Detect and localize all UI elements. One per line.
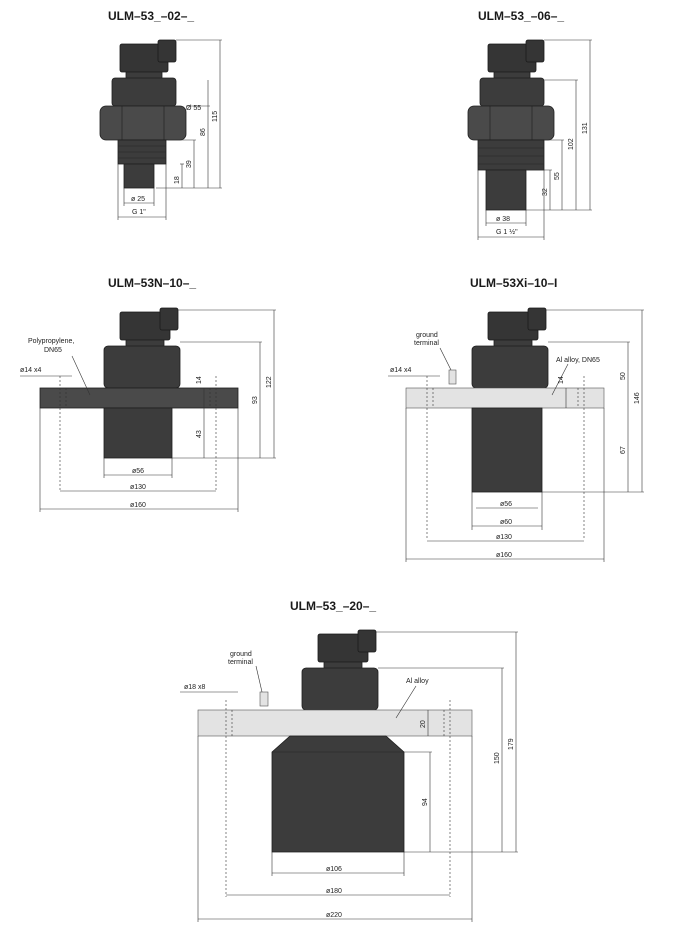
housing-upper	[103, 345, 181, 389]
height-50-label: 50	[620, 372, 627, 380]
variant-title: ULM–53Xi–10–I	[470, 276, 557, 290]
variant-ulm-53-06: ULM–53_–06–_ 131 102 55 32 ø 38 G 1	[467, 9, 592, 240]
variant-ulm-53-20: ULM–53_–20–_ ground terminal Al alloy ø1…	[180, 599, 518, 922]
sensor-body	[471, 407, 543, 493]
material-label: Al alloy, DN65	[556, 357, 600, 364]
sensor-tip	[123, 163, 155, 189]
ground-terminal-icon	[448, 369, 457, 385]
ground-label-2: terminal	[414, 340, 439, 347]
ground-label: ground	[416, 332, 438, 339]
diameter-130-label: ø130	[130, 484, 146, 491]
height-32-label: 32	[542, 188, 549, 196]
height-179-label: 179	[508, 738, 515, 750]
thread-section	[477, 139, 545, 171]
diameter-55-label: Ø 55	[186, 105, 201, 112]
height-18-label: 18	[174, 176, 181, 184]
diameter-160-label: ø160	[130, 502, 146, 509]
variant-ulm-53-02: ULM–53_–02–_ Ø 55 115 86 39 18	[99, 9, 222, 220]
sensor-body	[103, 407, 173, 459]
diameter-180-label: ø180	[326, 888, 342, 895]
variant-ulm-53n-10: ULM–53N–10–_ Polypropylene, DN65 ø14 x4 …	[20, 276, 276, 512]
height-146-label: 146	[634, 392, 641, 404]
variant-title: ULM–53N–10–_	[108, 276, 196, 290]
thread-label: G 1"	[132, 209, 146, 216]
height-39-label: 39	[186, 160, 193, 168]
diameter-160-label: ø160	[496, 552, 512, 559]
height-94-label: 94	[422, 798, 429, 806]
diameter-38-label: ø 38	[496, 216, 510, 223]
ground-terminal-icon	[259, 691, 269, 707]
height-86-label: 86	[200, 128, 207, 136]
ground-label-2: terminal	[228, 659, 253, 666]
holes-label: ø14 x4	[390, 367, 412, 374]
height-115-label: 115	[212, 111, 219, 122]
height-20-label: 20	[420, 720, 427, 728]
diameter-56-label: ø56	[500, 501, 512, 508]
material-label: Polypropylene,	[28, 338, 74, 345]
hex-nut	[467, 105, 555, 141]
diameter-220-label: ø220	[326, 912, 342, 919]
diameter-130-label: ø130	[496, 534, 512, 541]
height-55-label: 55	[554, 172, 561, 180]
sensor-body	[271, 735, 405, 853]
material-label: Al alloy	[406, 678, 429, 685]
cable-gland	[157, 39, 177, 63]
diameter-25-label: ø 25	[131, 196, 145, 203]
variant-title: ULM–53_–02–_	[108, 9, 194, 23]
height-14-label: 14	[558, 376, 565, 384]
cable-gland	[357, 629, 377, 653]
height-122-label: 122	[266, 376, 273, 388]
housing-upper	[111, 77, 177, 107]
ground-label: ground	[230, 651, 252, 658]
height-14-label: 14	[196, 376, 203, 384]
height-131-label: 131	[582, 122, 589, 134]
housing-upper	[479, 77, 545, 107]
material-label-2: DN65	[44, 347, 62, 354]
holes-label: ø14 x4	[20, 367, 42, 374]
variant-title: ULM–53_–20–_	[290, 599, 376, 613]
diameter-56-label: ø56	[132, 468, 144, 475]
diameter-106-label: ø106	[326, 866, 342, 873]
hex-nut	[99, 105, 187, 141]
height-43-label: 43	[196, 430, 203, 438]
housing-upper	[301, 667, 379, 711]
thread-label: G 1 ½"	[496, 228, 518, 236]
height-67-label: 67	[620, 446, 627, 454]
housing-upper	[471, 345, 549, 389]
variant-ulm-53xi-10: ULM–53Xi–10–I ground terminal Al alloy, …	[388, 276, 644, 562]
cable-gland	[159, 307, 179, 331]
height-93-label: 93	[252, 396, 259, 404]
cable-gland	[525, 39, 545, 63]
flange-plate	[39, 387, 239, 409]
holes-label: ø18 x8	[184, 684, 206, 691]
cable-gland	[527, 307, 547, 331]
height-102-label: 102	[568, 138, 575, 150]
diameter-60-label: ø60	[500, 519, 512, 526]
height-150-label: 150	[494, 752, 501, 764]
sensor-tip	[485, 169, 527, 211]
flange-plate	[405, 387, 605, 409]
variant-title: ULM–53_–06–_	[478, 9, 564, 23]
flange-plate	[197, 709, 473, 737]
